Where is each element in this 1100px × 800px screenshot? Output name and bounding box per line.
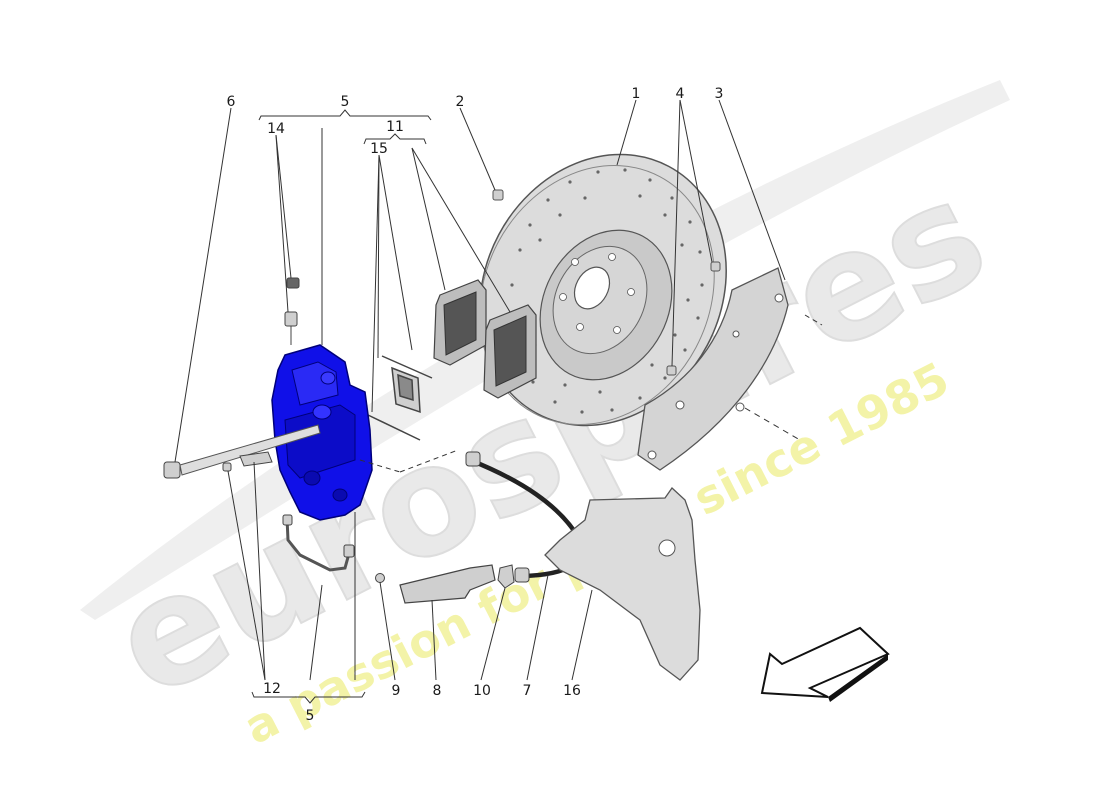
callout-9: 9 (392, 683, 401, 699)
callout-5-top: 5 (341, 94, 350, 110)
callout-2: 2 (456, 94, 465, 110)
callout-3: 3 (715, 86, 724, 102)
shield-screw-lower (666, 365, 677, 376)
callout-15: 15 (370, 141, 388, 157)
bleeder-valve (284, 277, 300, 345)
group-brackets (251, 109, 432, 704)
brake-pad-outer (483, 304, 537, 399)
brake-disc (479, 153, 727, 427)
callout-8: 8 (433, 683, 442, 699)
disc-rim-edge (479, 165, 715, 425)
bracket-screw (375, 573, 385, 583)
callout-6: 6 (227, 94, 236, 110)
shield-screw-upper (710, 261, 721, 272)
duct-mount-hole (658, 539, 676, 557)
dust-shield-holes (647, 293, 784, 460)
disc-center-bore (573, 266, 611, 310)
hose-fittings (465, 451, 530, 583)
direction-arrow-shadow (828, 654, 888, 702)
callout-4: 4 (676, 86, 685, 102)
disc-screw (492, 189, 504, 201)
dust-shield (637, 267, 789, 471)
caliper-bolts (222, 451, 273, 472)
brake-line-fittings (282, 514, 355, 558)
callout-labels: 6 5 14 11 15 2 1 4 3 12 5 9 8 10 7 16 (227, 86, 724, 724)
brake-line-pipe (285, 517, 352, 572)
hose-bracket (399, 564, 496, 604)
callout-12: 12 (263, 681, 281, 697)
disc-bolt-holes (559, 253, 635, 334)
callout-7: 7 (523, 683, 532, 699)
leader-lines (174, 99, 823, 681)
callout-14: 14 (267, 121, 285, 137)
pad-spring-kit (367, 355, 433, 441)
brake-cooling-duct (544, 487, 701, 681)
callout-1: 1 (632, 86, 641, 102)
direction-arrow-icon (760, 626, 890, 698)
callout-5-bottom: 5 (306, 708, 315, 724)
callout-16: 16 (563, 683, 581, 699)
brake-caliper (271, 344, 373, 521)
callout-11: 11 (386, 119, 404, 135)
brake-pad-inner (433, 279, 487, 366)
callout-10: 10 (473, 683, 491, 699)
guide-pin (163, 424, 321, 479)
hose-clip (497, 564, 515, 589)
